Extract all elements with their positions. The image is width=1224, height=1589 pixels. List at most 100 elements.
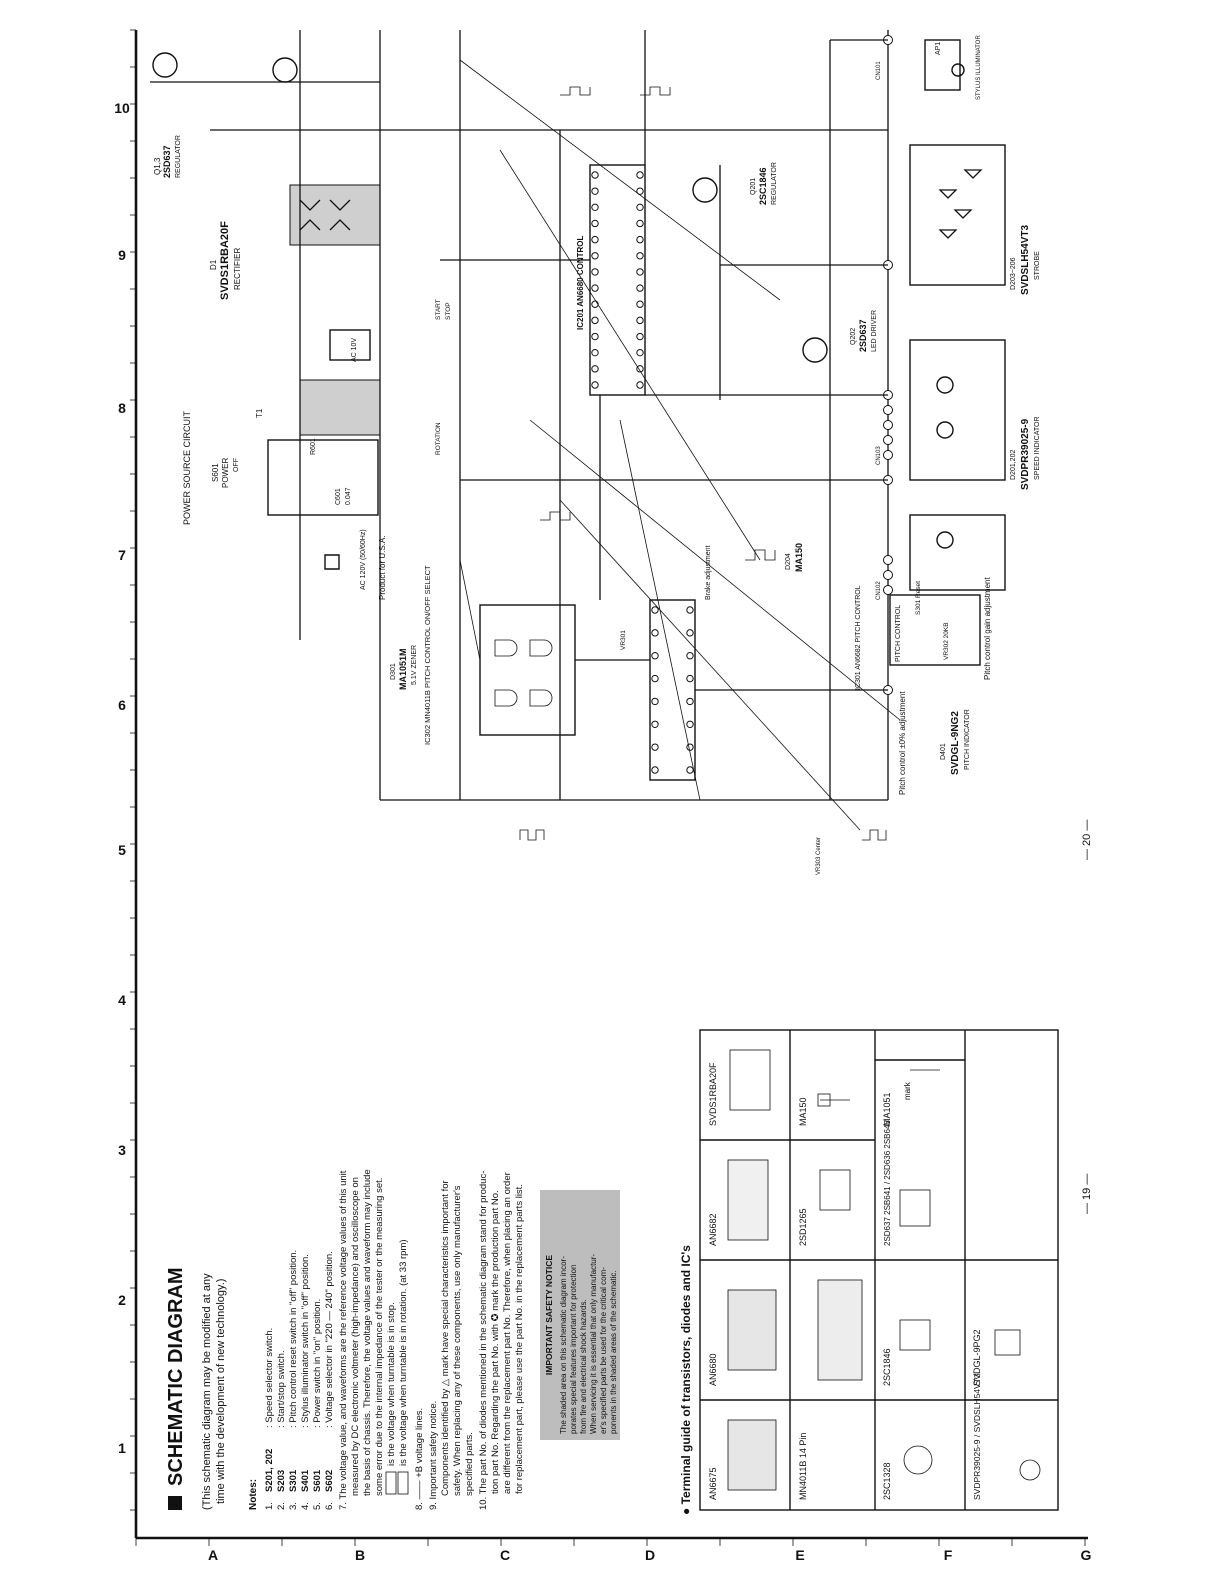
- title-bullet: [168, 1496, 182, 1510]
- note-7-line-3: the basis of chassis. Therefore, the vol…: [362, 1169, 373, 1496]
- pitch-gain-label: Pitch control gain adjustment: [983, 577, 992, 681]
- notes-list: 1. S201, 202 : Speed selector switch. 2.…: [264, 1250, 335, 1510]
- d203-ref-label: D203~206: [1010, 257, 1017, 290]
- note-3-ref: S301: [288, 1469, 299, 1492]
- note-5-ref: S601: [312, 1469, 323, 1492]
- tg-mark: mark: [903, 1081, 912, 1100]
- q1-name-label: REGULATOR: [175, 135, 182, 178]
- tg-an6680: AN6680: [708, 1353, 718, 1386]
- pitch-zero-label: Pitch control ±0% adjustment: [898, 691, 907, 795]
- pitch-control-label: PITCH CONTROL: [895, 605, 902, 662]
- note-1-ref: S201, 202: [264, 1449, 275, 1492]
- ic201-label: IC201 AN6680 CONTROL: [576, 235, 585, 330]
- ap1-label: AP1: [935, 42, 942, 55]
- rectifier-d1: [289, 184, 381, 246]
- grid-column-7: 7: [118, 547, 126, 563]
- grid-column-4: 4: [118, 992, 126, 1008]
- q201-name-label: REGULATOR: [771, 162, 778, 205]
- safety-line-1: The shaded area on this schematic diagra…: [559, 1256, 568, 1434]
- q202-led-driver: Q202 2SD637 LED DRIVER: [802, 310, 878, 363]
- circuit: POWER SOURCE CIRCUIT S601 POWER OFF R601…: [150, 30, 1041, 875]
- note-10-line-4: for replacement part, please use the par…: [514, 1184, 525, 1494]
- t1-label: T1: [255, 408, 264, 418]
- ic302-label: IC302 MN4011B PITCH CONTROL ON/OFF SELEC…: [423, 565, 432, 745]
- d1-ref-label: D1: [209, 259, 218, 270]
- off-label: OFF: [233, 458, 240, 472]
- grid-column-1: 1: [118, 1440, 126, 1456]
- d1-part-label: SVDS1RBA20F: [219, 221, 231, 300]
- q202-ref-label: Q202: [850, 328, 857, 345]
- q1-ref-label: Q1,3: [153, 157, 162, 175]
- q3-transistor: [272, 57, 298, 83]
- waveforms: [519, 86, 887, 841]
- tg-svdpr39025: SVDPR39025-9 / SVDSLH54VT3: [972, 1373, 982, 1500]
- grid-column-10: 10: [114, 100, 130, 116]
- terminal-guide: ● Terminal guide of transistors, diodes …: [679, 1029, 1059, 1515]
- grid-row-A: A: [208, 1547, 218, 1563]
- pitch-control-block: PITCH CONTROL VR302 20KB S301 Reset Pitc…: [889, 577, 992, 795]
- note-10: 10. The part No. of diodes mentioned in …: [478, 1171, 525, 1510]
- vr303-label: VR303 Center: [816, 837, 822, 875]
- d203-part-label: SVDSLH54VT3: [1020, 225, 1031, 295]
- subtitle-line-1: (This schematic diagram may be modified …: [201, 1273, 213, 1510]
- q201-regulator: Q201 2SC1846 REGULATOR: [692, 162, 778, 205]
- notes-heading: Notes:: [248, 1479, 259, 1510]
- grid-column-5: 5: [118, 842, 126, 858]
- tg-2sc1846: 2SC1846: [882, 1348, 892, 1386]
- note-9-line-3: safety. When replacing any of these comp…: [452, 1185, 463, 1496]
- q1-transistor: [152, 52, 178, 78]
- connectors: CN101 CN102 CN103: [876, 30, 893, 800]
- safety-line-5: er's specified parts be used for the cri…: [599, 1267, 608, 1434]
- grid-column-8: 8: [118, 400, 126, 416]
- note-3-num: 3.: [288, 1502, 299, 1510]
- d203-name-label: STROBE: [1034, 251, 1041, 280]
- power-label: POWER: [221, 458, 230, 488]
- safety-heading: IMPORTANT SAFETY NOTICE: [544, 1255, 554, 1375]
- ic201-an6680: IC201 AN6680 CONTROL: [576, 164, 646, 396]
- cn102-label: CN102: [876, 581, 882, 600]
- note-8: 8. —— +B voltage lines.: [414, 1408, 425, 1510]
- note-10-line-2: tion part No. Regarding the part No. wit…: [490, 1190, 501, 1494]
- note-4-num: 4.: [300, 1502, 311, 1510]
- terminal-guide-title: ● Terminal guide of transistors, diodes …: [679, 1245, 693, 1515]
- grid-row-C: C: [500, 1547, 510, 1563]
- page-title: SCHEMATIC DIAGRAM: [165, 1267, 187, 1486]
- c601-label: C601: [335, 488, 342, 505]
- rotation-voltage-box: [397, 1471, 409, 1495]
- note-4-text: : Stylus illuminator switch in "off" pos…: [300, 1254, 311, 1428]
- grid-row-G: G: [1081, 1547, 1092, 1563]
- stylus-illuminator: AP1 STYLUS ILLUMINATOR: [924, 35, 982, 100]
- d401-ref-label: D401: [940, 743, 947, 760]
- note-3-text: : Pitch control reset switch in "off" po…: [288, 1250, 299, 1428]
- plug-symbol: [324, 554, 340, 570]
- d401-part-label: SVDGL-9NG2: [950, 711, 961, 775]
- d204-block: Brake adjustment D204 MA150: [705, 543, 804, 600]
- ic302-mn4011b: IC302 MN4011B PITCH CONTROL ON/OFF SELEC…: [390, 565, 576, 745]
- note-5-text: : Power switch in "on" position.: [312, 1299, 323, 1428]
- note-10-line-1: 10. The part No. of diodes mentioned in …: [478, 1171, 489, 1510]
- d301-part-label: MA1051M: [398, 648, 408, 690]
- s601-label: S601: [211, 463, 220, 482]
- note-2-ref: S203: [276, 1470, 287, 1492]
- tg-ma1051: MA1051: [882, 1092, 892, 1126]
- q202-name-label: LED DRIVER: [871, 310, 878, 352]
- note-6-ref: S602: [324, 1470, 335, 1492]
- note-2-num: 2.: [276, 1502, 287, 1510]
- note-9-line-1: 9. Important safety notice.: [428, 1401, 439, 1510]
- ac-10v-label: AC 10V: [351, 338, 358, 362]
- stylus-label: STYLUS ILLUMINATOR: [976, 35, 982, 100]
- note-10-line-3: are different from the replacement part …: [502, 1172, 513, 1494]
- product-usa-label: Product for U.S.A.: [378, 536, 387, 600]
- d201-part-label: SVDPR39025-9: [1020, 418, 1031, 490]
- r601-label: R601: [310, 438, 317, 455]
- d1-name-label: RECTIFIER: [233, 248, 242, 290]
- ac-input-label: AC 120V (50/60Hz): [360, 529, 367, 590]
- grid-column-2: 2: [118, 1292, 126, 1308]
- note-7-line-4: some error due to the internal impedance…: [374, 1178, 385, 1496]
- d204-ref-label: D204: [785, 553, 792, 570]
- grid-column-6: 6: [118, 697, 126, 713]
- q201-part-label: 2SC1846: [758, 167, 768, 205]
- note-5-num: 5.: [312, 1502, 323, 1510]
- d301-name-label: 5.1V ZENER: [411, 645, 418, 685]
- note-4-ref: S401: [300, 1469, 311, 1492]
